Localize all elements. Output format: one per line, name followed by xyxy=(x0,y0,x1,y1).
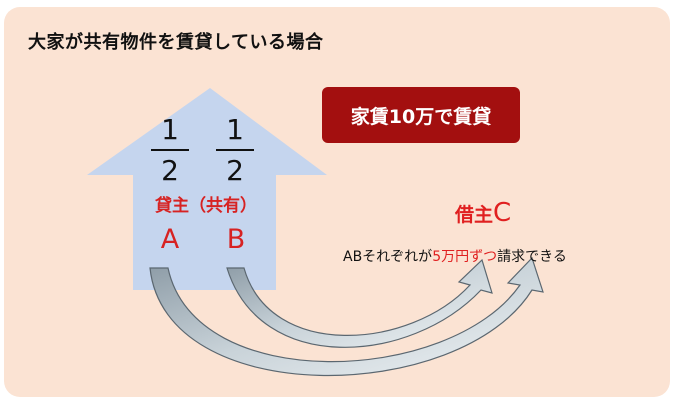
borrower-label: 借主C xyxy=(455,198,511,228)
share-a-denominator: 2 xyxy=(161,154,179,187)
share-b-denominator: 2 xyxy=(226,154,244,187)
landlord-label: 貸主（共有） xyxy=(155,196,257,216)
fraction-bar xyxy=(216,149,254,151)
share-fraction-a: 1 2 xyxy=(150,116,190,185)
borrower-prefix: 借主 xyxy=(455,204,494,226)
house-arrow-shape xyxy=(87,88,327,290)
claim-before: ABそれぞれが xyxy=(343,249,433,265)
claim-highlight: 5万円ずつ xyxy=(432,249,498,265)
rent-box: 家賃10万で賃貸 xyxy=(322,87,520,143)
rent-label: 家賃10万で賃貸 xyxy=(350,105,492,128)
share-a-numerator: 1 xyxy=(161,113,179,146)
share-b-numerator: 1 xyxy=(226,113,244,146)
flow-arrow-b xyxy=(226,258,493,348)
owner-b-label: B xyxy=(226,224,246,255)
claim-after: 請求できる xyxy=(497,249,567,265)
diagram-title: 大家が共有物件を賃貸している場合 xyxy=(28,32,324,53)
diagram-panel xyxy=(4,7,670,397)
share-fraction-b: 1 2 xyxy=(215,116,255,185)
flow-arrow-a xyxy=(149,256,544,376)
borrower-letter: C xyxy=(493,198,512,228)
owner-a-label: A xyxy=(160,224,180,255)
claim-text: ABそれぞれが5万円ずつ請求できる xyxy=(343,246,567,266)
fraction-bar xyxy=(151,149,189,151)
